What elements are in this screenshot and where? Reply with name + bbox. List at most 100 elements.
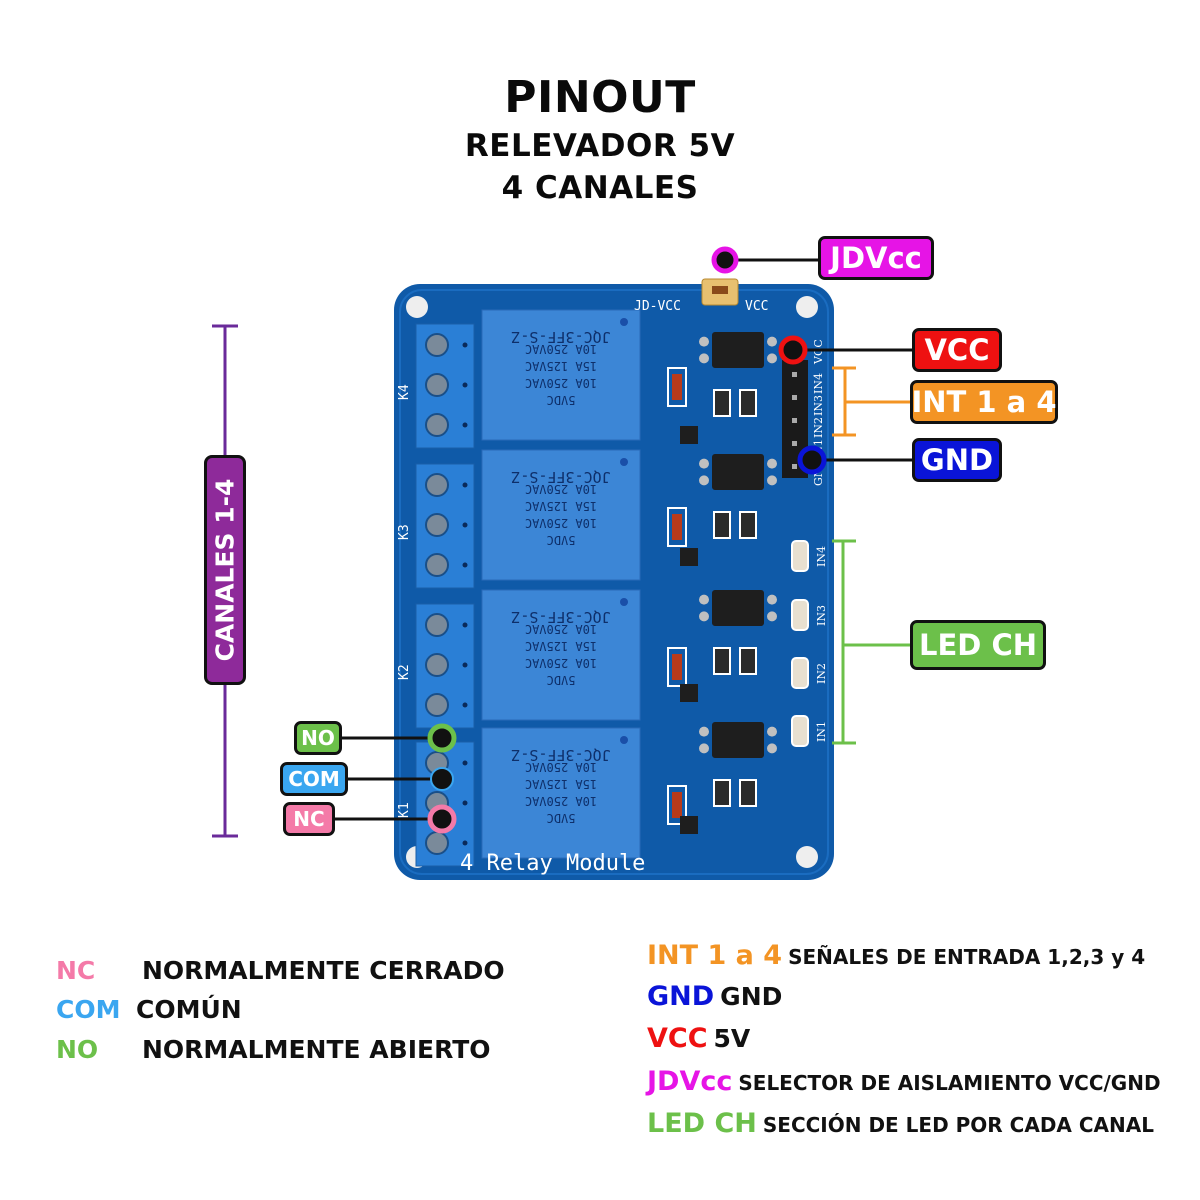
optocoupler-pin	[699, 594, 709, 605]
terminal-dot	[462, 702, 468, 708]
relay-body	[481, 309, 641, 441]
resistor	[713, 779, 731, 807]
no-callout: NO	[294, 721, 342, 755]
relay-print-line: 10A 250VAC	[525, 622, 597, 636]
resistor	[739, 779, 757, 807]
terminal-screw	[425, 373, 449, 397]
resistor	[739, 389, 757, 417]
led-ch-callout: LED CH	[910, 620, 1046, 670]
header-pin	[792, 372, 797, 377]
diode-outline	[667, 367, 687, 407]
relay-print-line: 15A 125VAC	[525, 639, 597, 653]
legend-desc: NORMALMENTE ABIERTO	[142, 1035, 491, 1064]
optocoupler-pin	[767, 353, 777, 364]
diode-outline	[667, 507, 687, 547]
terminal-dot	[462, 522, 468, 528]
optocoupler	[712, 590, 764, 626]
relay-dot	[620, 318, 628, 326]
header-pin	[792, 418, 797, 423]
legend-desc: NORMALMENTE CERRADO	[142, 956, 505, 985]
relay-body	[481, 589, 641, 721]
vcc-marker	[778, 335, 808, 365]
legend-key: LED CH	[647, 1108, 757, 1139]
relay-body	[481, 727, 641, 859]
diode-outline	[667, 647, 687, 687]
relay-print-line: 5VDC	[547, 393, 576, 407]
relay-body	[481, 449, 641, 581]
int-callout: INT 1 a 4	[910, 380, 1058, 424]
optocoupler-pin	[699, 743, 709, 754]
led-ch-bracket	[832, 539, 913, 745]
terminal-screw	[425, 333, 449, 357]
terminal-dot	[462, 840, 468, 846]
page-title: PINOUT	[504, 72, 696, 123]
vcc-callout: VCC	[912, 328, 1002, 372]
com-callout: COM	[280, 762, 348, 796]
terminal-dot	[462, 382, 468, 388]
legend-desc: SECCIÓN DE LED POR CADA CANAL	[762, 1113, 1154, 1137]
jdvcc-marker	[711, 246, 739, 274]
legend-key: JDVcc	[647, 1066, 733, 1097]
diode-outline	[667, 785, 687, 825]
header-pin-label: IN2	[812, 417, 825, 438]
relay-print-line: 5VDC	[547, 811, 576, 825]
status-led	[791, 657, 809, 689]
resistor	[713, 389, 731, 417]
terminal-screw	[425, 413, 449, 437]
optocoupler-pin	[767, 475, 777, 486]
status-led-label: IN1	[815, 721, 828, 742]
transistor	[680, 816, 698, 834]
canales-callout: CANALES 1-4	[204, 455, 246, 685]
relay-print-line: 15A 125VAC	[525, 499, 597, 513]
terminal-dot	[462, 800, 468, 806]
optocoupler-pin	[767, 726, 777, 737]
no-marker	[427, 723, 457, 753]
diode	[672, 792, 682, 818]
status-led	[791, 715, 809, 747]
optocoupler-pin	[699, 353, 709, 364]
gnd-marker	[797, 445, 827, 475]
relay-dot	[620, 736, 628, 744]
relay-print-line: 10A 250VAC	[525, 760, 597, 774]
canales-callout-label: CANALES 1-4	[210, 478, 240, 662]
status-led-label: IN4	[815, 546, 828, 567]
nc-callout: NC	[283, 802, 335, 836]
relay-print-line: JQC-3FF-S-Z	[511, 328, 610, 346]
relay-print-line: 15A 125VAC	[525, 777, 597, 791]
legend-desc: SEÑALES DE ENTRADA 1,2,3 y 4	[788, 945, 1146, 969]
status-led-label: IN3	[815, 605, 828, 626]
legend-key: NO	[56, 1035, 99, 1064]
page-subtitle-model: RELEVADOR 5V	[464, 128, 736, 164]
terminal-screw	[425, 693, 449, 717]
jumper-label-vcc: VCC	[745, 299, 768, 314]
terminal-dot	[462, 342, 468, 348]
legend-key: VCC	[647, 1023, 708, 1054]
relay-print-line: JQC-3FF-S-Z	[511, 608, 610, 626]
optocoupler-pin	[767, 458, 777, 469]
terminal-dot	[462, 760, 468, 766]
optocoupler-pin	[699, 336, 709, 347]
terminal-screw	[425, 553, 449, 577]
header-pin	[792, 464, 797, 469]
legend-desc: GND	[720, 982, 783, 1011]
relay-print-line: JQC-3FF-S-Z	[511, 746, 610, 764]
optocoupler-pin	[699, 611, 709, 622]
relay-print-line: 10A 250VAC	[525, 482, 597, 496]
status-led	[791, 540, 809, 572]
relay-channel-label: K2	[397, 664, 412, 680]
legend-desc: 5V	[713, 1024, 751, 1053]
relay-print-line: JQC-3FF-S-Z	[511, 468, 610, 486]
relay-print-line: 5VDC	[547, 533, 576, 547]
header-pin-label: VCC	[812, 339, 825, 365]
resistor	[713, 511, 731, 539]
legend-desc: COMÚN	[136, 995, 242, 1024]
terminal-screw	[425, 473, 449, 497]
